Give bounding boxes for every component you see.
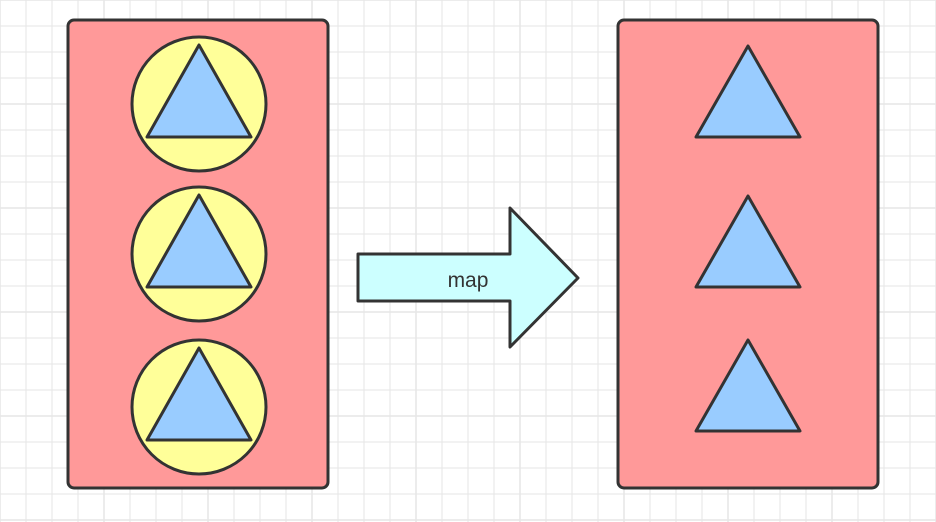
triangle-item [694,194,802,289]
left-container-items [130,35,268,476]
triangle-shape [145,43,253,139]
triangle-item [694,338,802,433]
circle-item [130,35,268,173]
map-arrow [356,206,580,349]
circle-item [130,185,268,323]
right-container-items [694,44,802,433]
circle-item [130,338,268,476]
map-arrow-label: map [448,269,489,292]
triangle-item [694,44,802,139]
triangle-shape [145,193,253,289]
triangle-shape [145,346,253,442]
